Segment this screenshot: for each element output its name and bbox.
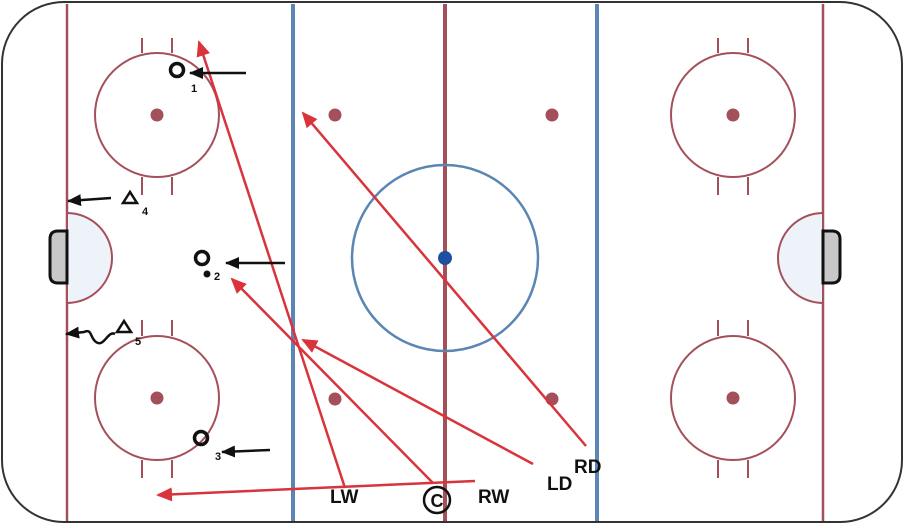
- center-faceoff-circle: [350, 163, 540, 353]
- neutral-dot: [328, 392, 342, 406]
- player-3-marker: [192, 429, 210, 447]
- faceoff-circle-right-bottom: [670, 320, 796, 478]
- pass-arrow-ld: [301, 338, 534, 466]
- position-c-label: C: [431, 491, 444, 511]
- position-ld-label: LD: [547, 474, 572, 495]
- player-5-label: 5: [135, 336, 141, 348]
- faceoff-dot: [150, 108, 164, 122]
- neutral-dot: [545, 108, 559, 122]
- puck: [203, 270, 211, 278]
- center-faceoff-dot: [438, 251, 452, 265]
- faceoff-circle-left-top: [94, 38, 220, 195]
- position-rw-label: RW: [478, 487, 509, 508]
- faceoff-dot: [726, 391, 740, 405]
- faceoff-dot: [726, 108, 740, 122]
- faceoff-circle-left-bottom: [94, 320, 220, 478]
- faceoff-dot: [150, 391, 164, 405]
- player-1-label: 1: [191, 83, 197, 95]
- right-crease: [777, 211, 824, 305]
- pass-arrow-rw: [156, 479, 476, 502]
- pass-arrow-lw: [196, 40, 347, 489]
- position-lw-label: LW: [330, 487, 359, 508]
- skate-arrow-4: [67, 194, 112, 207]
- neutral-dot: [328, 108, 342, 122]
- player-4-marker: [120, 189, 140, 205]
- skate-arrow-5-wavy: [65, 326, 116, 345]
- player-5-marker: [114, 318, 134, 334]
- player-1-marker: [168, 61, 186, 79]
- player-2-label: 2: [214, 271, 220, 283]
- faceoff-circle-right-top: [670, 38, 796, 195]
- left-crease: [66, 211, 113, 305]
- position-rd-label: RD: [574, 457, 601, 478]
- player-2-marker: [193, 249, 211, 267]
- center-marker-circle: [422, 485, 452, 515]
- pass-arrow-c: [230, 277, 434, 484]
- left-net: [48, 229, 69, 285]
- right-net: [821, 229, 842, 285]
- pass-arrow-rd: [301, 111, 587, 447]
- skate-arrow-3: [221, 445, 271, 458]
- player-4-label: 4: [142, 206, 149, 218]
- player-3-label: 3: [215, 451, 221, 463]
